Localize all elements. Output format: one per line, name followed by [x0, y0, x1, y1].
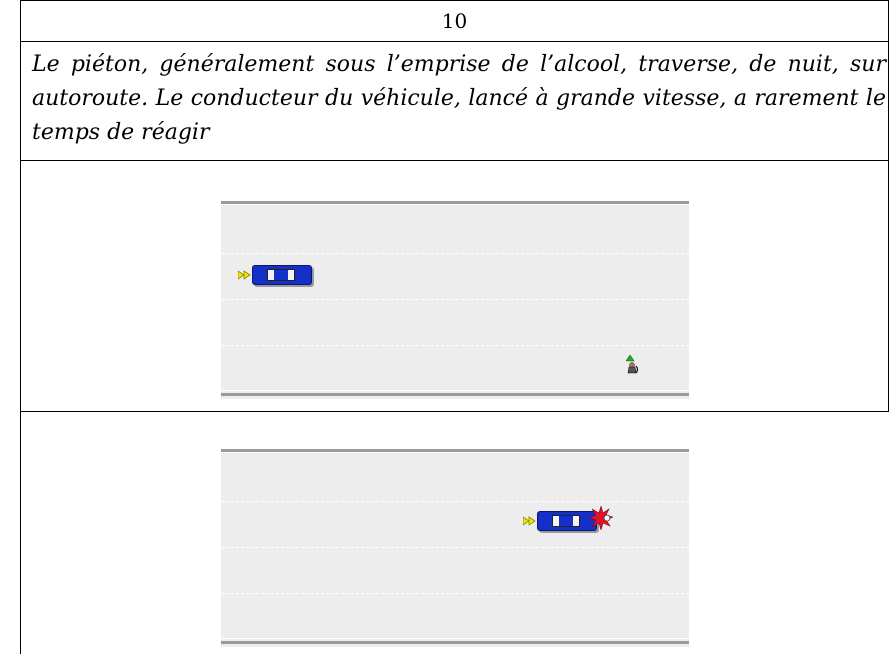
lane-divider	[221, 547, 689, 548]
row-divider-3	[20, 411, 889, 412]
lane-divider	[221, 299, 689, 300]
lane-divider	[221, 501, 689, 502]
car-top-view-icon	[252, 265, 312, 285]
row-divider-2	[20, 160, 889, 161]
scenario-caption: Le piéton, généralement sous l’emprise d…	[32, 52, 886, 145]
road-edge-bottom-highlight	[221, 390, 689, 391]
scenario-number: 10	[441, 9, 468, 33]
car-top-view-icon	[537, 511, 597, 531]
pedestrian-icon	[626, 355, 639, 374]
row-divider-1	[20, 41, 889, 42]
table-top-border	[20, 0, 889, 1]
road-scene-before-impact	[221, 201, 689, 399]
double-arrow-right-icon	[523, 516, 536, 526]
road-scene-impact	[221, 449, 689, 647]
double-arrow-right-icon	[238, 270, 251, 280]
road-edge-bottom	[221, 641, 689, 644]
car-roof	[274, 270, 288, 280]
table-left-border	[20, 0, 21, 654]
road-edge-bottom-highlight	[221, 638, 689, 639]
road-edge-top-highlight	[221, 204, 689, 205]
road-edge-top	[221, 449, 689, 452]
road-edge-bottom	[221, 393, 689, 396]
lane-divider	[221, 345, 689, 346]
lane-divider	[221, 593, 689, 594]
road-edge-top-highlight	[221, 452, 689, 453]
car-roof	[559, 516, 573, 526]
collision-burst-icon	[589, 506, 613, 530]
illustration-table: 10 Le piéton, généralement sous l’empris…	[20, 0, 889, 654]
lane-divider	[221, 253, 689, 254]
road-edge-top	[221, 201, 689, 204]
